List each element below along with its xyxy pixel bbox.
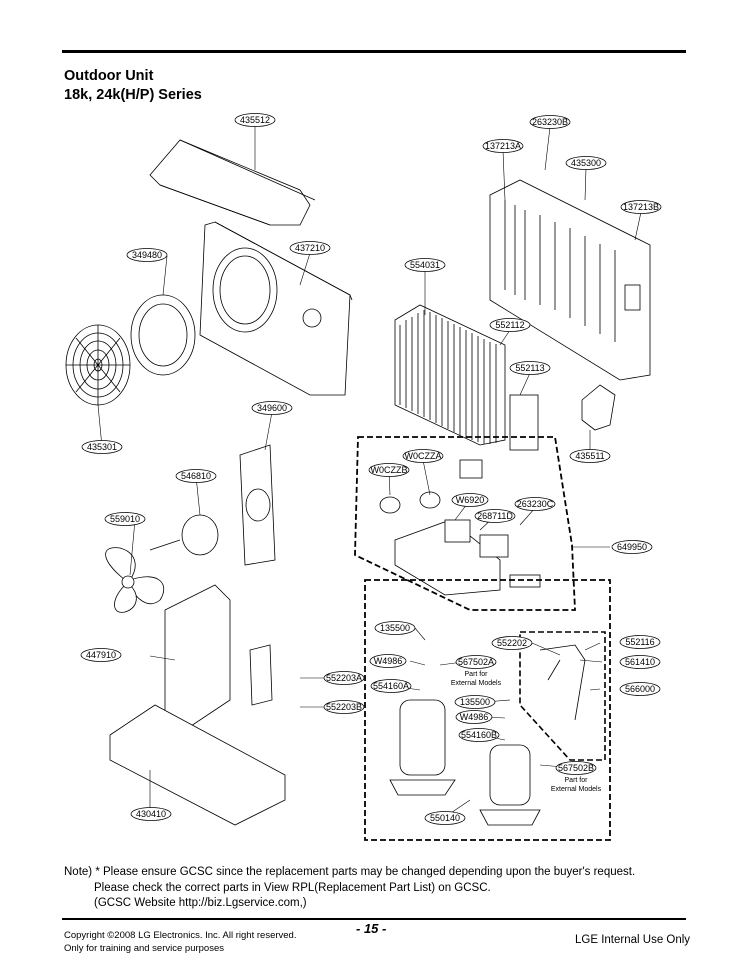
footer-copyright: Copyright ©2008 LG Electronics. Inc. All…: [64, 930, 297, 941]
callout-567502a: 567502A: [458, 657, 494, 667]
note-line-2: Please check the correct parts in View R…: [94, 881, 491, 894]
barrier-panel: [164, 584, 231, 731]
note-line-1: Note) * Please ensure GCSC since the rep…: [64, 866, 636, 878]
callout-566000: 566000: [625, 684, 655, 694]
callout-552203b: 552203B: [326, 702, 362, 712]
callout-554031: 554031: [410, 260, 440, 270]
rear-panel: [489, 179, 651, 381]
valve-box-outline: [519, 631, 606, 761]
callout-137213b: 137213B: [623, 202, 659, 212]
reversing-valve: [539, 644, 586, 721]
compressor-a: [389, 699, 456, 796]
callout-263230c: 263230C: [517, 499, 554, 509]
control-box-outline: [354, 436, 576, 611]
callout-552116: 552116: [625, 637, 654, 647]
callout-430410: 430410: [136, 809, 166, 819]
callout-554160a: 554160A: [373, 681, 409, 691]
note-block: Note) * Please ensure GCSC since the rep…: [64, 865, 635, 912]
callout-349480: 349480: [132, 250, 162, 260]
bottom-rule: [62, 918, 686, 920]
callout-550140: 550140: [430, 813, 460, 823]
callout-552113: 552113: [515, 363, 544, 373]
callout-135500-a: 135500: [380, 623, 410, 633]
propeller-fan: [105, 547, 165, 613]
callout-561410: 561410: [625, 657, 655, 667]
callout-137213a: 137213A: [485, 141, 521, 151]
leader-lines: [97, 125, 642, 818]
callout-567502b: 567502B: [558, 763, 594, 773]
callout-554160b: 554160B: [461, 730, 497, 740]
front-panel: [199, 221, 353, 396]
callout-435301: 435301: [87, 442, 117, 452]
callout-135500-b: 135500: [460, 697, 490, 707]
callout-349600: 349600: [257, 403, 287, 413]
note-part-for-a: Part for: [465, 671, 489, 678]
footer-internal: LGE Internal Use Only: [575, 934, 691, 946]
compressor-box-outline: [364, 579, 611, 841]
note-external-models-a: External Models: [451, 680, 502, 687]
page-number: - 15 -: [356, 921, 387, 936]
callout-w0czzb: W0CZZB: [371, 465, 408, 475]
section-subtitle: 18k, 24k(H/P) Series: [64, 87, 202, 103]
fan-grille: [65, 324, 131, 406]
note-part-for-b: Part for: [565, 777, 589, 784]
callout-w0czza: W0CZZA: [405, 451, 442, 461]
valve-plate: [249, 644, 273, 706]
section-title: Outdoor Unit: [64, 68, 154, 84]
callout-435512: 435512: [240, 115, 270, 125]
callout-435300: 435300: [571, 158, 601, 168]
condenser-coil: [394, 304, 539, 451]
callout-437210: 437210: [295, 243, 325, 253]
callout-447910: 447910: [86, 650, 116, 660]
fan-motor: [149, 514, 219, 556]
top-cover: [149, 139, 316, 226]
compressor-b: [479, 744, 541, 826]
callout-552202: 552202: [497, 638, 527, 648]
base-pan: [109, 704, 286, 826]
callout-546810: 546810: [181, 471, 211, 481]
callout-w4986-a: W4986: [374, 656, 403, 666]
orifice-ring: [130, 294, 196, 376]
callout-435511: 435511: [575, 451, 604, 461]
top-rule: [62, 50, 686, 53]
footer-training: Only for training and service purposes: [64, 943, 224, 954]
callout-552203a: 552203A: [326, 673, 362, 683]
callout-w6920: W6920: [456, 495, 485, 505]
footer-left: Copyright ©2008 LG Electronics. Inc. All…: [64, 929, 296, 955]
motor-bracket: [239, 444, 276, 566]
side-cover: [581, 384, 616, 431]
control-box-parts: [379, 459, 541, 596]
note-line-3: (GCSC Website http://biz.Lgservice.com,): [94, 897, 307, 909]
callout-268711d: 268711D: [477, 511, 513, 521]
callout-w4986-b: W4986: [460, 712, 489, 722]
callout-263230b: 263230B: [532, 117, 568, 127]
callout-649950: 649950: [617, 542, 647, 552]
callout-559010: 559010: [110, 514, 140, 524]
callout-552112: 552112: [495, 320, 524, 330]
note-external-models-b: External Models: [551, 786, 602, 793]
